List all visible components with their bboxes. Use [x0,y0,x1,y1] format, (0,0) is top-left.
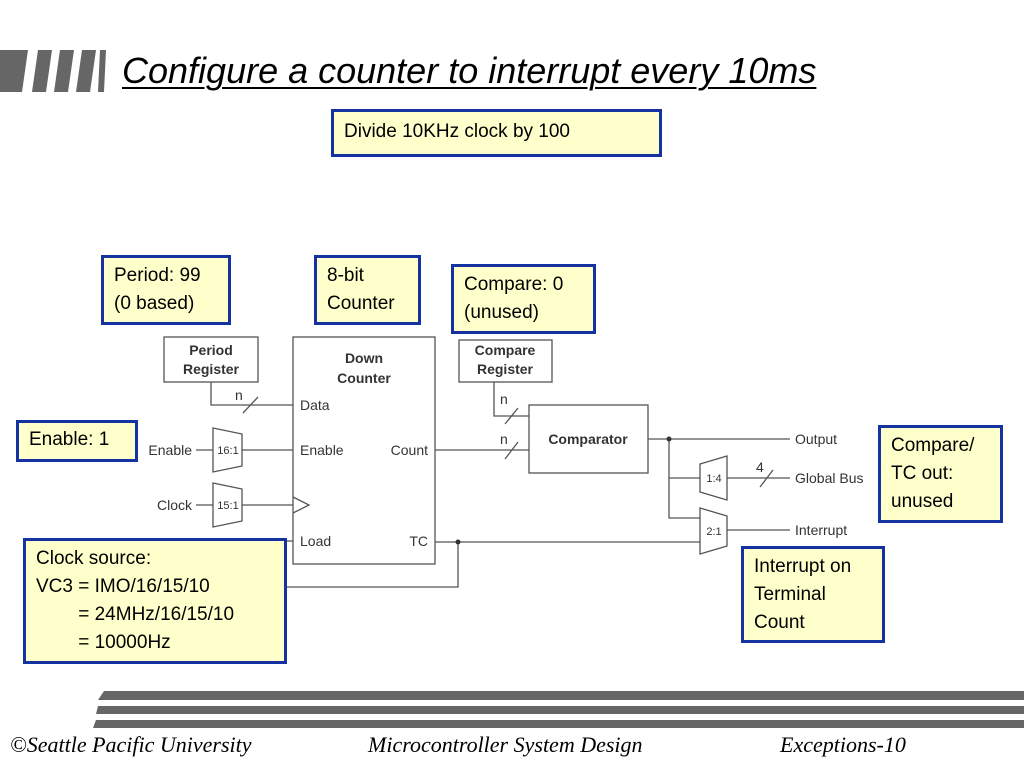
clock-input-label: Clock [157,497,193,513]
period-bus-width: n [235,387,243,403]
slide-title: Configure a counter to interrupt every 1… [122,50,817,91]
footer-stripes [93,691,1024,728]
clock-source-callout: Clock source: VC3 = IMO/16/15/10 = 24MHz… [23,538,287,664]
compare-callout: Compare: 0 (unused) [451,264,596,334]
down-counter-label-2: Counter [337,370,391,386]
clock-mux-label: 15:1 [217,500,238,512]
down-counter-label-1: Down [345,350,383,366]
compare-out-callout: Compare/ TC out: unused [878,425,1003,523]
footer-copyright: ©Seattle Pacific University [10,732,252,757]
port-enable: Enable [300,442,344,458]
global-bus-width: 4 [756,459,764,475]
divide-clock-box: Divide 10KHz clock by 100 [331,109,662,157]
footer-course: Microcontroller System Design [368,732,643,757]
interrupt-mux-label: 2:1 [706,526,721,538]
period-callout: Period: 99 (0 based) [101,255,231,325]
period-register-block [163,336,259,383]
period-register-label-1: Period [189,342,233,358]
port-count: Count [391,442,428,458]
output-label: Output [795,431,837,447]
enable-mux-label: 16:1 [217,445,238,457]
compare-bus-width: n [500,391,508,407]
count-bus-width: n [500,431,508,447]
port-load: Load [300,533,331,549]
interrupt-callout: Interrupt on Terminal Count [741,546,885,643]
compare-register-label-1: Compare [475,342,536,358]
bus-mux-shape [699,455,728,501]
port-tc: TC [409,533,428,549]
counter-callout: 8-bit Counter [314,255,421,325]
comparator-block [528,404,649,474]
compare-register-block [458,339,553,383]
compare-register-label-2: Register [477,361,534,377]
interrupt-label: Interrupt [795,522,847,538]
comparator-label: Comparator [548,431,628,447]
period-register-label-2: Register [183,361,240,377]
global-bus-label: Global Bus [795,470,863,486]
enable-input-label: Enable [148,442,192,458]
enable-callout: Enable: 1 [16,420,138,462]
slide-logo [0,50,106,92]
bus-mux-label: 1:4 [706,473,721,485]
down-counter-block [292,336,436,565]
port-data: Data [300,397,330,413]
footer-slide-number: Exceptions-10 [780,732,906,757]
clock-mux-shape [212,482,243,528]
interrupt-mux-shape [699,507,728,555]
enable-mux-shape [212,427,243,473]
